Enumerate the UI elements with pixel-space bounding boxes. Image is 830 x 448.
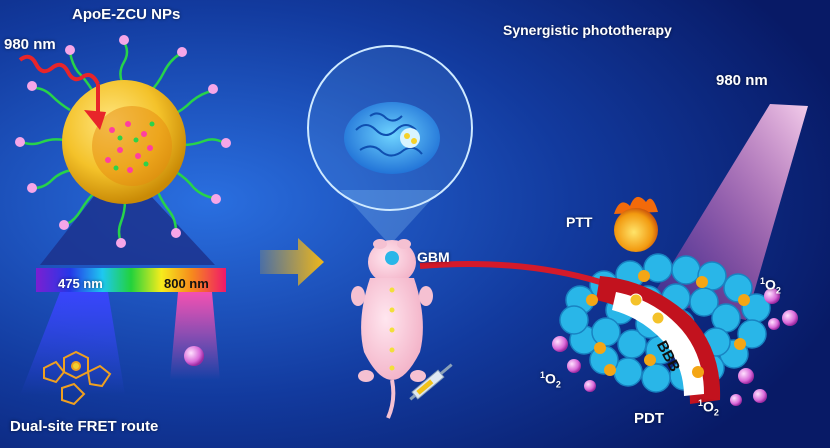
pink-emission-beam xyxy=(170,292,220,380)
nanoparticle xyxy=(15,35,231,265)
spectrum-label-800: 800 nm xyxy=(164,276,209,291)
embedded-dots xyxy=(105,121,153,173)
singlet-oxygen-label: 1O2 xyxy=(760,276,781,296)
blue-emission-beam xyxy=(20,292,125,395)
spectrum-label-475: 475 nm xyxy=(58,276,103,291)
ptt-label: PTT xyxy=(566,214,593,230)
ligand-chains xyxy=(21,41,225,243)
nanoparticle-title: ApoE-ZCU NPs xyxy=(72,6,181,23)
transfer-arrow xyxy=(260,238,324,286)
ligand-tips xyxy=(15,35,231,248)
embedded-dots-green xyxy=(113,121,155,171)
singlet-oxygen-bubbles xyxy=(552,288,798,406)
laser-wave xyxy=(18,54,106,130)
tumor-label: GBM xyxy=(417,249,450,265)
singlet-oxygen-label: 1O2 xyxy=(698,398,719,418)
photosensitizer-molecule-icon xyxy=(43,350,112,406)
product-sphere xyxy=(184,346,204,366)
laser-wavelength-left: 980 nm xyxy=(4,36,56,53)
synergy-heading: Synergistic phototherapy xyxy=(503,22,672,38)
ptt-fireball xyxy=(614,196,658,252)
singlet-oxygen-label: 1O2 xyxy=(540,370,561,390)
vessel-nanoparticles xyxy=(629,293,665,325)
brain-magnifier xyxy=(307,45,473,245)
spectrum-bar xyxy=(36,268,226,292)
blood-vessel xyxy=(419,261,721,404)
mouse xyxy=(351,239,433,419)
laser-wavelength-right: 980 nm xyxy=(716,72,768,89)
pdt-label: PDT xyxy=(634,410,664,427)
flame-markers xyxy=(586,270,750,378)
route-caption: Dual-site FRET route xyxy=(10,418,159,435)
syringe-icon xyxy=(409,363,453,401)
